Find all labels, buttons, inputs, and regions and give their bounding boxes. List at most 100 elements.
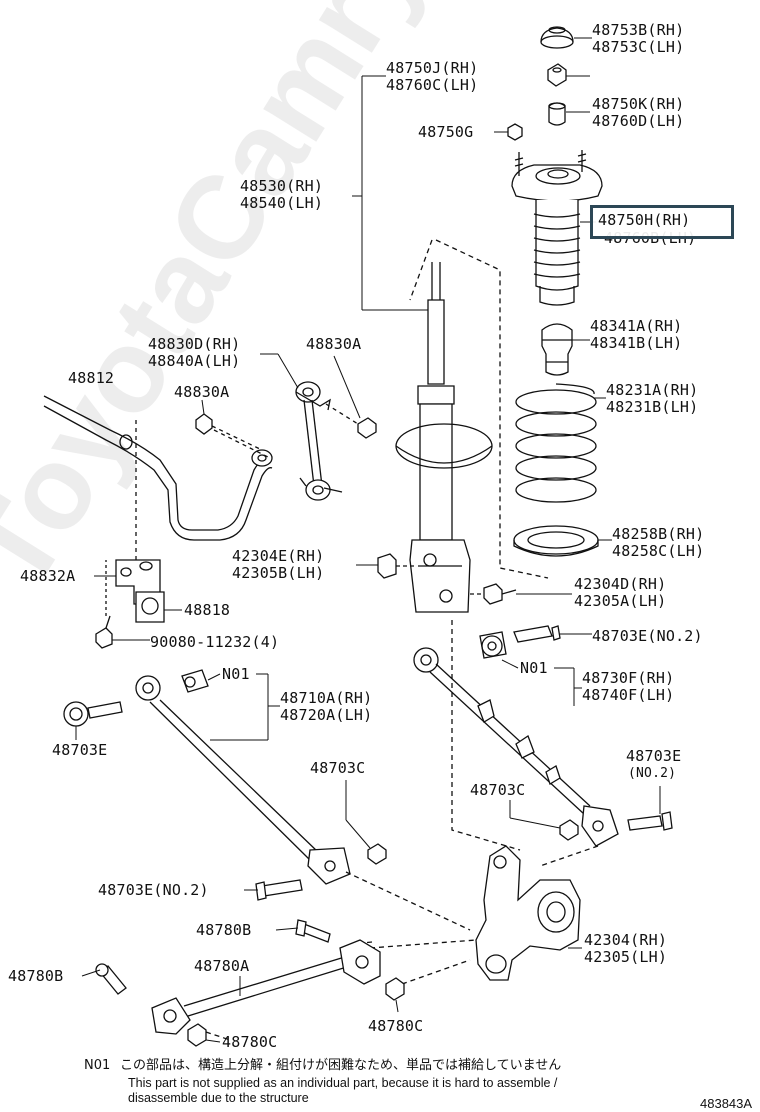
label-48753-lh: 48753C(LH) — [592, 38, 685, 56]
label-48830D: 48830D(RH) 48840A(LH) — [148, 336, 240, 370]
bushing-42304E — [377, 553, 416, 579]
nut-48703C-mid — [367, 843, 387, 865]
nut-48750J — [547, 63, 567, 87]
label-48703E-left: 48703E — [52, 741, 108, 759]
label-48231: 48231A(RH) 48231B(LH) — [606, 382, 698, 416]
label-42304E-lh: 42305B(LH) — [232, 564, 325, 582]
label-48730F: 48730F(RH) 48740F(LH) — [582, 670, 674, 704]
label-48780C-right: 48780C — [368, 1017, 424, 1035]
label-48530-rh: 48530(RH) — [240, 177, 324, 195]
label-48258-rh: 48258B(RH) — [612, 525, 705, 543]
bolt-90080 — [95, 560, 113, 649]
label-42304-lh: 42305(LH) — [584, 948, 668, 966]
bolt-48703E-left — [63, 701, 123, 727]
label-42304E: 42304E(RH) 42305B(LH) — [232, 548, 324, 582]
label-48750G: 48750G — [418, 123, 474, 141]
label-48341-rh: 48341A(RH) — [590, 317, 683, 335]
label-42304D-lh: 42305A(LH) — [574, 592, 667, 610]
label-48730F-rh: 48730F(RH) — [582, 669, 675, 687]
bolt-48703E-no2-top — [513, 625, 561, 643]
label-48258-lh: 48258C(LH) — [612, 542, 705, 560]
bolt-48780B-mid — [295, 919, 331, 943]
nut-48780C-right — [385, 977, 405, 1001]
lateral-link-48730F — [413, 647, 619, 847]
trailing-arm-48710A — [135, 675, 351, 885]
bushing-48818 — [135, 591, 165, 623]
label-48780B-left: 48780B — [8, 967, 64, 985]
label-48530: 48530(RH) 48540(LH) — [240, 178, 323, 212]
leader-lines — [75, 37, 661, 1043]
label-48703C-mid: 48703C — [310, 759, 366, 777]
bolt-48703E-no2-low — [255, 879, 303, 901]
label-48231-lh: 48231B(LH) — [606, 398, 699, 416]
label-48830A-left: 48830A — [174, 383, 230, 401]
bolt-48780B-left — [95, 963, 127, 995]
label-48703E-right-sub: (NO.2) — [628, 766, 677, 781]
label-42304E-rh: 42304E(RH) — [232, 547, 325, 565]
nut-48703C-right — [559, 819, 579, 841]
label-48830D-rh: 48830D(RH) — [148, 335, 241, 353]
label-48832A: 48832A — [20, 567, 76, 585]
label-48710A-rh: 48710A(RH) — [280, 689, 373, 707]
nut-48830A-right — [325, 403, 377, 439]
insulator-48258 — [513, 525, 599, 557]
cushion-48750K — [548, 102, 566, 126]
label-48812: 48812 — [68, 369, 115, 387]
label-48703E-right-code: 48703E — [626, 747, 682, 765]
label-48703E-right: 48703E (NO.2) — [626, 748, 681, 782]
label-48750J: 48750J(RH) 48760C(LH) — [386, 60, 478, 94]
label-48750K: 48750K(RH) 48760D(LH) — [592, 96, 684, 130]
bushing-N01-right — [479, 631, 507, 659]
bolt-48703E-right — [627, 811, 673, 831]
label-48750J-lh: 48760C(LH) — [386, 76, 479, 94]
nut-48780C-bottom — [187, 1023, 207, 1047]
carrier-42304 — [475, 845, 581, 981]
label-48703E-no2-top: 48703E(NO.2) — [592, 627, 703, 645]
label-48703E-no2-low: 48703E(NO.2) — [98, 881, 209, 899]
footnote-code: N01 — [84, 1058, 111, 1073]
label-48530-lh: 48540(LH) — [240, 194, 324, 212]
label-48780A: 48780A — [194, 957, 250, 975]
label-48750J-rh: 48750J(RH) — [386, 59, 479, 77]
coil-spring-48231 — [515, 383, 597, 503]
upper-support-48750H — [511, 150, 603, 306]
label-48780B-mid: 48780B — [196, 921, 252, 939]
highlight-box — [590, 205, 734, 239]
dust-cap-48753 — [540, 26, 574, 49]
bolt-42304D — [470, 583, 517, 605]
label-48710A: 48710A(RH) 48720A(LH) — [280, 690, 372, 724]
lower-link-48780A — [151, 939, 381, 1035]
dashed-leaders — [205, 620, 599, 1041]
label-48750K-lh: 48760D(LH) — [592, 112, 685, 130]
label-48780C-bottom: 48780C — [222, 1033, 278, 1051]
shock-absorber-48530 — [395, 239, 549, 613]
label-48818: 48818 — [184, 601, 231, 619]
nut-48750G — [507, 123, 523, 141]
figure-reference-number: 483843A — [700, 1096, 753, 1111]
label-90080: 90080-11232(4) — [150, 633, 280, 651]
label-48753-rh: 48753B(RH) — [592, 21, 685, 39]
footnote-english-line1: This part is not supplied as an individu… — [128, 1076, 558, 1090]
label-42304-rh: 42304(RH) — [584, 931, 668, 949]
footnote-japanese: この部品は、構造上分解・組付けが困難なため、単品では補給していません — [120, 1058, 562, 1073]
label-N01-left: N01 — [222, 665, 250, 683]
label-48753: 48753B(RH) 48753C(LH) — [592, 22, 684, 56]
label-48710A-lh: 48720A(LH) — [280, 706, 373, 724]
label-42304: 42304(RH) 42305(LH) — [584, 932, 667, 966]
bumper-48341 — [541, 323, 573, 376]
label-42304D: 42304D(RH) 42305A(LH) — [574, 576, 666, 610]
label-48730F-lh: 48740F(LH) — [582, 686, 675, 704]
label-N01-right: N01 — [520, 659, 548, 677]
label-48341-lh: 48341B(LH) — [590, 334, 683, 352]
label-48231-rh: 48231A(RH) — [606, 381, 699, 399]
footnote-english-line2: disassemble due to the structure — [128, 1091, 309, 1105]
stabilizer-link-48830D — [295, 381, 343, 501]
label-48703C-right: 48703C — [470, 781, 526, 799]
label-48341: 48341A(RH) 48341B(LH) — [590, 318, 682, 352]
stabilizer-bar-48812 — [43, 395, 273, 560]
label-48830D-lh: 48840A(LH) — [148, 352, 241, 370]
nut-48830A-left — [195, 413, 263, 451]
bushing-N01-left — [181, 669, 209, 693]
